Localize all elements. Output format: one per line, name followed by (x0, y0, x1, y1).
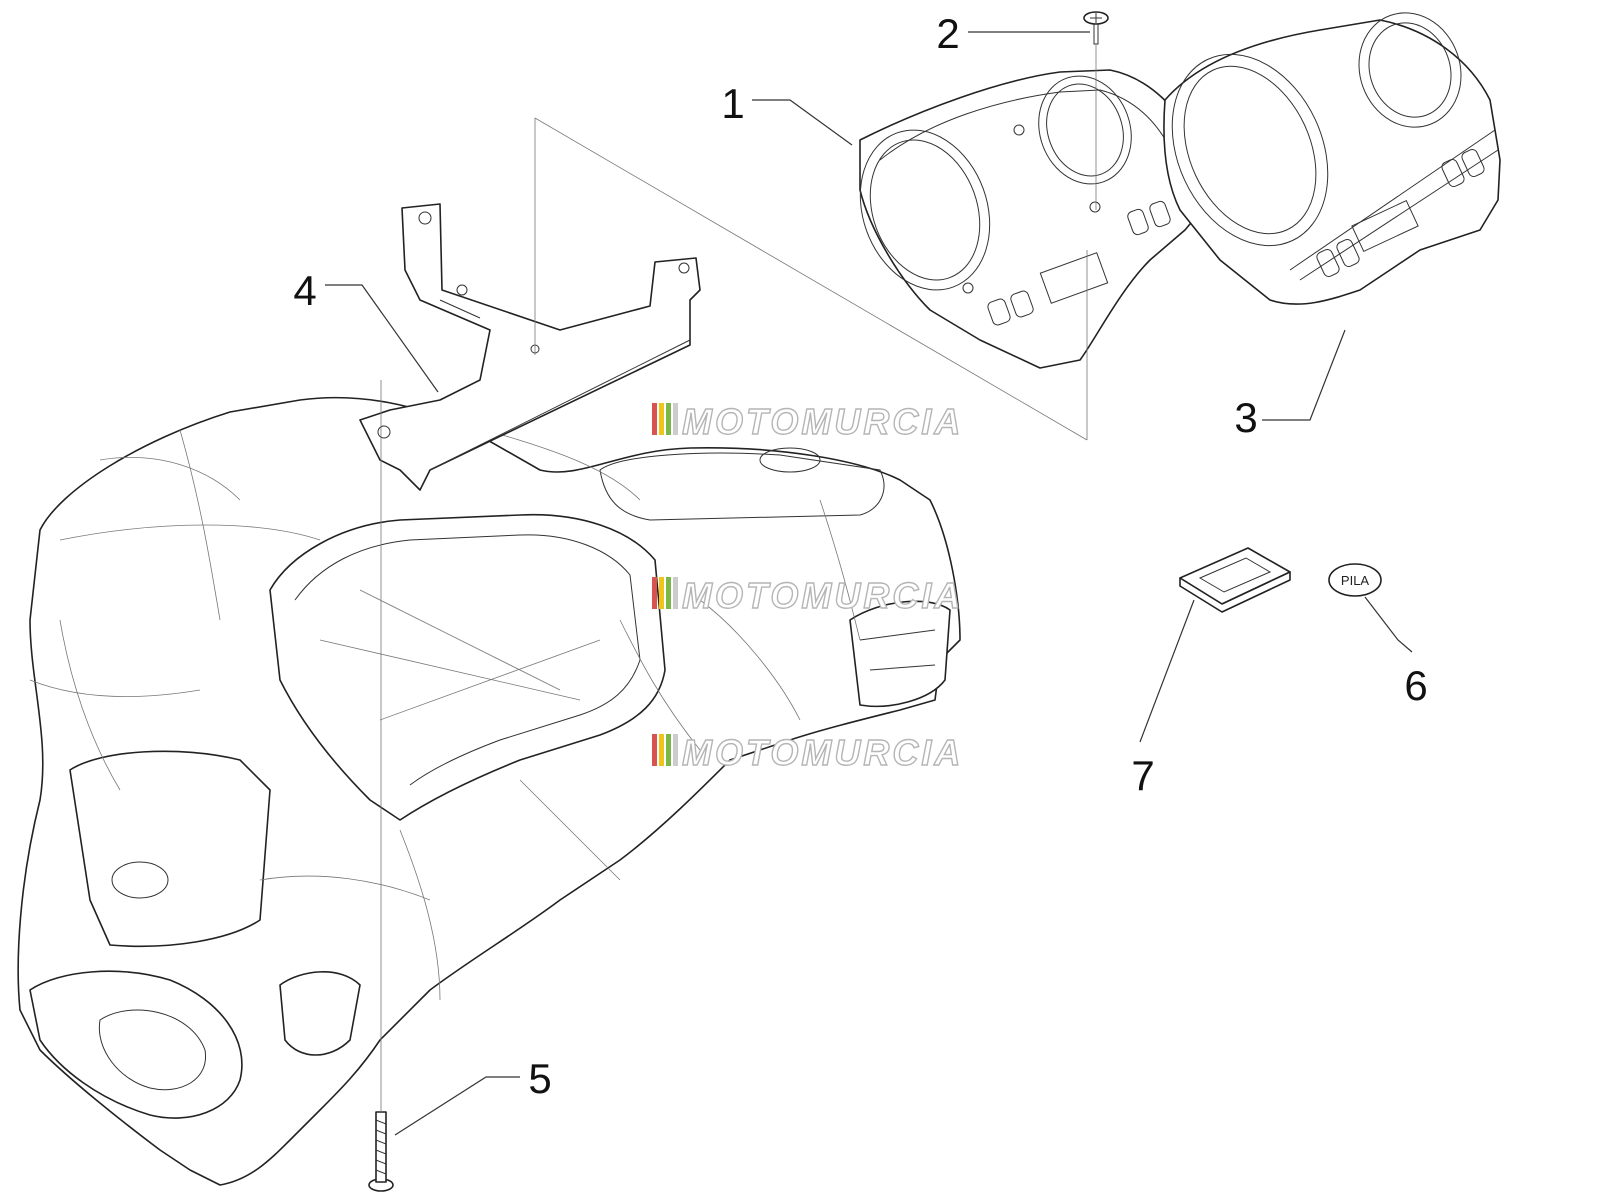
screw-bottom (368, 1111, 394, 1192)
watermark-2: MOTOMURCIA (652, 574, 963, 617)
watermark-stripe (659, 734, 664, 766)
speedometer-unit (1163, 12, 1501, 305)
callout-labels: 1 2 3 4 5 6 7 (293, 10, 1427, 1102)
watermark-stripe (652, 734, 657, 766)
callout-7: 7 (1131, 752, 1154, 799)
watermark-stripe (659, 403, 664, 435)
bracket (359, 203, 701, 491)
watermark-stripe (659, 577, 664, 609)
watermark-stripe (652, 577, 657, 609)
battery-sticker: PILA (1328, 563, 1382, 597)
watermark-stripe (666, 577, 671, 609)
callout-1: 1 (721, 80, 744, 127)
watermark-1: MOTOMURCIA (652, 400, 963, 443)
screw-top (1083, 11, 1109, 45)
watermark-3: MOTOMURCIA (652, 731, 963, 774)
watermark-stripe (673, 734, 678, 766)
watermark-stripe (673, 403, 678, 435)
sticker-text: PILA (1341, 573, 1370, 588)
watermark-text: MOTOMURCIA (682, 575, 963, 616)
watermark-text: MOTOMURCIA (682, 401, 963, 442)
watermark-text: MOTOMURCIA (682, 732, 963, 773)
handlebar-cover (17, 396, 961, 1186)
callout-5: 5 (528, 1055, 551, 1102)
gasket (1179, 547, 1291, 613)
watermark-stripe (666, 734, 671, 766)
instrument-cover (859, 69, 1211, 369)
callout-6: 6 (1404, 662, 1427, 709)
callout-2: 2 (936, 10, 959, 57)
leader-lines (325, 31, 1413, 1136)
callout-3: 3 (1234, 394, 1257, 441)
watermark-stripe (673, 577, 678, 609)
callout-4: 4 (293, 267, 316, 314)
watermark-stripe (652, 403, 657, 435)
watermark-stripe (666, 403, 671, 435)
